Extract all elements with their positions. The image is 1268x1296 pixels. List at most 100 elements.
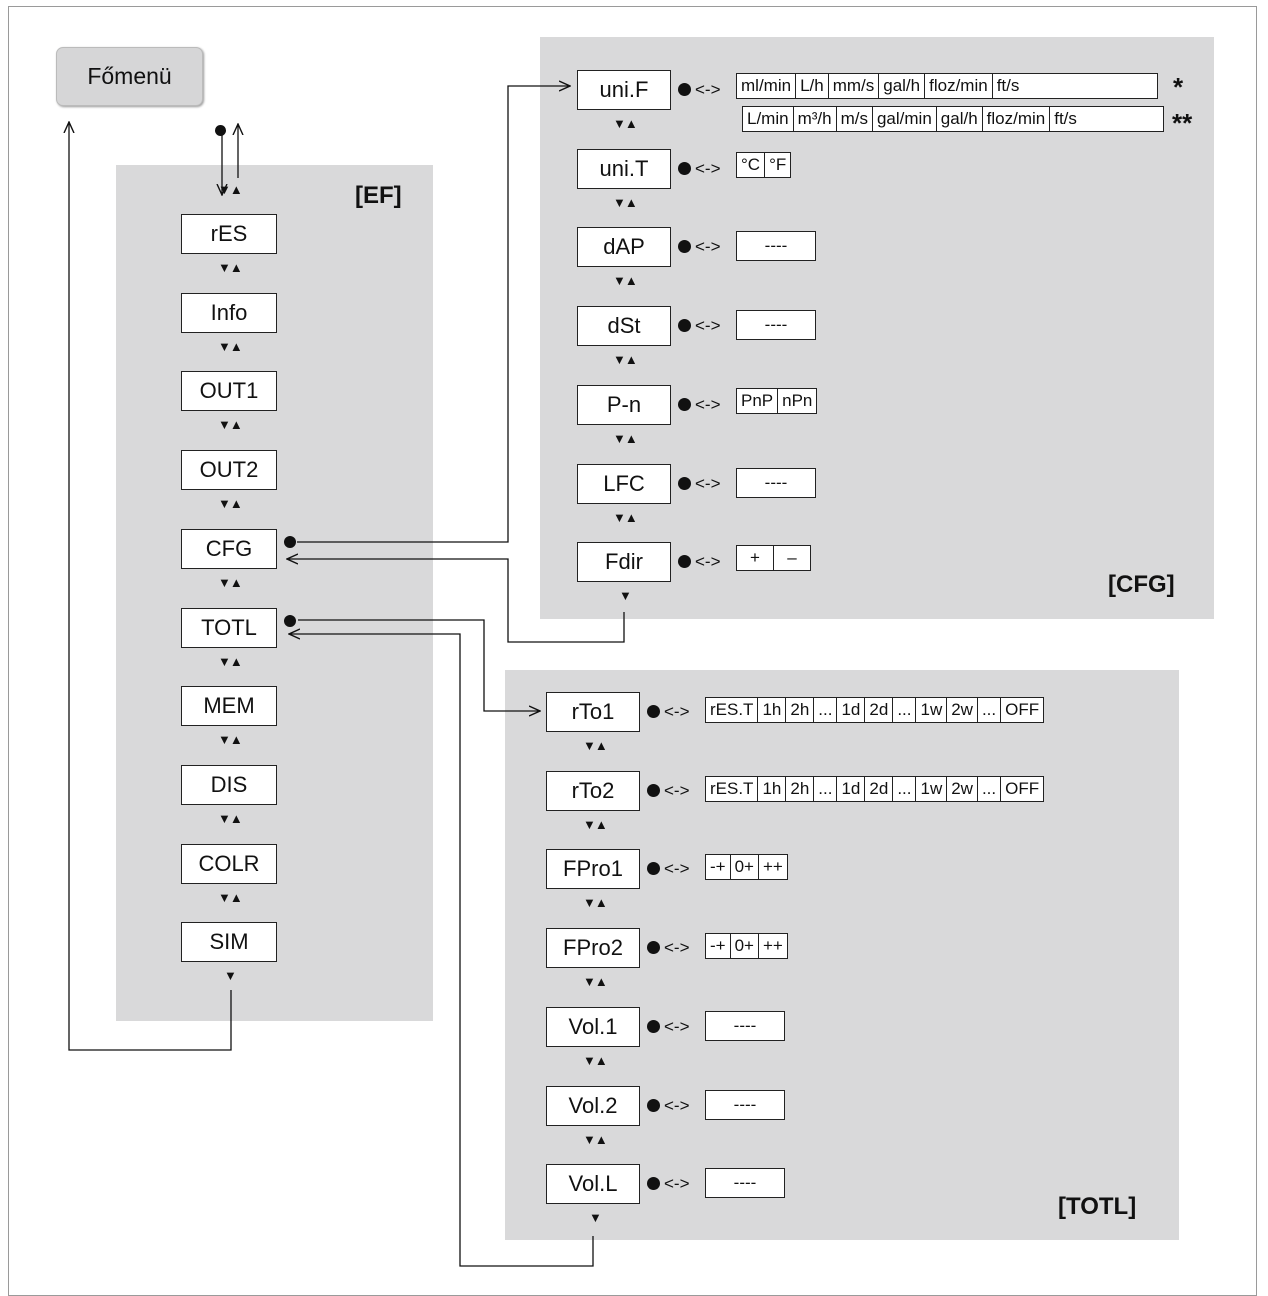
ef-item-res[interactable]: rES — [181, 214, 277, 254]
cfg-value-field[interactable]: ---- — [736, 468, 816, 498]
option-cell[interactable]: OFF — [1005, 779, 1040, 798]
option-cell[interactable]: nPn — [782, 391, 813, 410]
option-cell[interactable]: 2w — [947, 698, 978, 722]
totl-value-field[interactable]: ---- — [705, 1011, 785, 1041]
cfg-item-fdir[interactable]: Fdir — [577, 542, 671, 582]
option-cell[interactable]: 1d — [837, 777, 866, 801]
updown-arrow-icon: ▼▲ — [583, 738, 608, 753]
updown-arrow-icon: ▼▲ — [218, 339, 243, 354]
updown-arrow-icon: ▼▲ — [583, 1132, 608, 1147]
option-cell[interactable]: PnP — [737, 389, 779, 413]
option-cell[interactable]: 1h — [758, 777, 787, 801]
option-cell[interactable]: ... — [893, 698, 917, 722]
totl-item-vol-l[interactable]: Vol.L — [546, 1164, 640, 1204]
cfg-item-uni-f[interactable]: uni.F — [577, 70, 671, 110]
option-cell[interactable]: ... — [978, 777, 1002, 801]
bidirectional-arrow-icon: <-> — [664, 781, 690, 800]
bidirectional-arrow-icon: <-> — [695, 474, 721, 493]
totl-item-fpro1[interactable]: FPro1 — [546, 849, 640, 889]
option-cell[interactable]: -+ — [706, 855, 731, 879]
ef-title: [EF] — [355, 182, 402, 209]
cfg-title: [CFG] — [1108, 571, 1175, 598]
option-cell[interactable]: rES.T — [706, 698, 759, 722]
option-cell[interactable]: 2d — [865, 777, 894, 801]
main-menu-button[interactable]: Főmenü — [56, 47, 203, 106]
option-cell[interactable]: + — [737, 546, 774, 570]
totl-item-rto1[interactable]: rTo1 — [546, 692, 640, 732]
down-arrow-icon: ▼ — [224, 968, 237, 983]
option-cell[interactable]: ++ — [762, 936, 783, 955]
link-dot-icon — [284, 615, 296, 627]
option-cell[interactable]: 1h — [758, 698, 787, 722]
option-cell[interactable]: ft/s — [1054, 109, 1077, 128]
option-cell[interactable]: °F — [769, 155, 787, 174]
ef-item-mem[interactable]: MEM — [181, 686, 277, 726]
cfg-item-dap[interactable]: dAP — [577, 227, 671, 267]
ef-item-sim[interactable]: SIM — [181, 922, 277, 962]
totl-item-vol-2[interactable]: Vol.2 — [546, 1086, 640, 1126]
ef-item-totl[interactable]: TOTL — [181, 608, 277, 648]
ef-item-dis[interactable]: DIS — [181, 765, 277, 805]
totl-item-fpro2[interactable]: FPro2 — [546, 928, 640, 968]
totl-item-vol-1[interactable]: Vol.1 — [546, 1007, 640, 1047]
option-cell[interactable]: ... — [893, 777, 917, 801]
updown-arrow-icon: ▼▲ — [613, 273, 638, 288]
option-cell[interactable]: ++ — [762, 857, 783, 876]
ef-item-info[interactable]: Info — [181, 293, 277, 333]
option-cell[interactable]: °C — [737, 153, 766, 177]
ef-item-out2[interactable]: OUT2 — [181, 450, 277, 490]
option-cell[interactable]: floz/min — [925, 74, 993, 98]
ef-item-colr[interactable]: COLR — [181, 844, 277, 884]
option-cell[interactable]: – — [787, 548, 797, 567]
option-cell[interactable]: ... — [978, 698, 1002, 722]
bidirectional-arrow-icon: <-> — [664, 1096, 690, 1115]
bullet-dot-icon — [678, 555, 691, 568]
option-cell[interactable]: rES.T — [706, 777, 759, 801]
option-cell[interactable]: ft/s — [996, 76, 1020, 95]
option-cell[interactable]: L/min — [743, 107, 794, 131]
totl-value-field[interactable]: ---- — [705, 1168, 785, 1198]
option-cell[interactable]: OFF — [1005, 700, 1040, 719]
option-cell[interactable]: 0+ — [731, 855, 759, 879]
cfg-item-dst[interactable]: dSt — [577, 306, 671, 346]
option-cell[interactable]: ... — [814, 698, 838, 722]
ef-item-out1[interactable]: OUT1 — [181, 371, 277, 411]
option-cell[interactable]: m/s — [837, 107, 873, 131]
option-cell[interactable]: gal/min — [873, 107, 937, 131]
cfg-item-uni-t[interactable]: uni.T — [577, 149, 671, 189]
option-cell[interactable]: m³/h — [794, 107, 837, 131]
cfg-options: +– — [736, 545, 811, 571]
bullet-dot-icon — [678, 240, 691, 253]
option-cell[interactable]: 2w — [947, 777, 978, 801]
option-cell[interactable]: ml/min — [737, 74, 797, 98]
option-cell[interactable]: 1w — [916, 698, 948, 722]
option-cell[interactable]: -+ — [706, 934, 731, 958]
cfg-item-lfc[interactable]: LFC — [577, 464, 671, 504]
option-cell[interactable]: 2d — [865, 698, 894, 722]
updown-arrow-icon: ▼▲ — [583, 974, 608, 989]
updown-arrow-icon: ▼▲ — [583, 1053, 608, 1068]
option-cell[interactable]: gal/h — [879, 74, 926, 98]
cfg-value-field[interactable]: ---- — [736, 231, 816, 261]
bullet-dot-icon — [678, 83, 691, 96]
option-cell[interactable]: gal/h — [937, 107, 983, 131]
option-cell[interactable]: 1w — [916, 777, 948, 801]
option-cell[interactable]: floz/min — [983, 107, 1051, 131]
option-cell[interactable]: ... — [814, 777, 838, 801]
cfg-item-p-n[interactable]: P-n — [577, 385, 671, 425]
totl-item-rto2[interactable]: rTo2 — [546, 771, 640, 811]
option-cell[interactable]: 1d — [837, 698, 866, 722]
ef-item-cfg[interactable]: CFG — [181, 529, 277, 569]
cfg-value-field[interactable]: ---- — [736, 310, 816, 340]
option-cell[interactable]: L/h — [796, 74, 829, 98]
updown-arrow-icon: ▼▲ — [218, 732, 243, 747]
option-cell[interactable]: mm/s — [829, 74, 880, 98]
option-cell[interactable]: 2h — [786, 698, 815, 722]
totl-title: [TOTL] — [1058, 1193, 1137, 1220]
option-cell[interactable]: 0+ — [731, 934, 759, 958]
option-cell[interactable]: 2h — [786, 777, 815, 801]
bidirectional-arrow-icon: <-> — [664, 938, 690, 957]
totl-value-field[interactable]: ---- — [705, 1090, 785, 1120]
